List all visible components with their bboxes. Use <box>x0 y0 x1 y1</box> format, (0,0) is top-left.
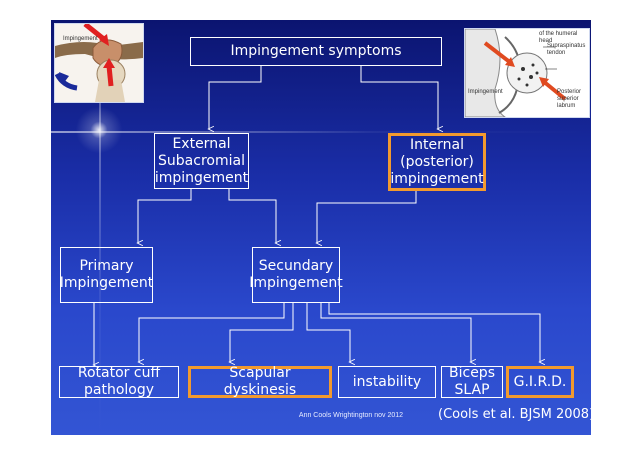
right-image-caption-impingement: Impingement <box>468 89 503 95</box>
edge-top-internal <box>360 65 438 129</box>
shoulder-image-left: Impingement <box>54 23 144 103</box>
right-image-caption-supraspinatus: Supraspinatus tendon <box>547 43 586 56</box>
box-impingement-symptoms: Impingement symptoms <box>190 37 442 66</box>
edge-secundary-instability <box>306 303 350 362</box>
box-rotator-cuff-pathology: Rotator cuff pathology <box>59 365 179 398</box>
edge-secundary-biceps <box>320 303 471 362</box>
connector-lines <box>51 65 591 435</box>
edge-external-primary <box>138 188 192 243</box>
box-scapular-dyskinesis: Scapular dyskinesis <box>188 365 332 398</box>
shoulder-illustration-icon <box>55 24 143 102</box>
edge-top-external <box>209 65 262 129</box>
box-primary-impingement: Primary Impingement <box>60 247 153 303</box>
decor-vray <box>99 20 101 435</box>
decor-ray <box>51 131 591 133</box>
decor-sparkle <box>69 100 129 160</box>
edge-internal-secundary <box>317 190 417 243</box>
edge-secundary-rotator <box>139 303 285 362</box>
box-internal-impingement: Internal (posterior) impingement <box>388 133 486 191</box>
left-image-caption: Impingement <box>63 36 98 42</box>
right-image-caption-labrum: Posterior superior labrum <box>557 89 582 109</box>
box-instability: instability <box>338 366 436 398</box>
box-external-impingement: External Subacromial impingement <box>154 133 249 189</box>
edge-secundary-scapular <box>230 303 294 362</box>
citation-text: (Cools et al. BJSM 2008) <box>438 407 591 422</box>
box-secundary-impingement: Secundary Impingement <box>249 247 343 303</box>
shoulder-image-right: of the humeral head Supraspinatus tendon… <box>464 28 590 118</box>
right-image-caption-humeral: of the humeral head <box>539 31 578 44</box>
labrum-illustration-icon <box>465 29 589 117</box>
box-gird: G.I.R.D. <box>506 366 574 398</box>
edge-secundary-gird <box>328 303 540 362</box>
slide: Impingement of the humeral head Supraspi… <box>51 20 591 435</box>
credit-text: Ann Cools Wrightington nov 2012 <box>298 412 404 419</box>
box-biceps-slap: Biceps SLAP <box>441 365 503 398</box>
edge-external-secundary <box>228 188 276 243</box>
